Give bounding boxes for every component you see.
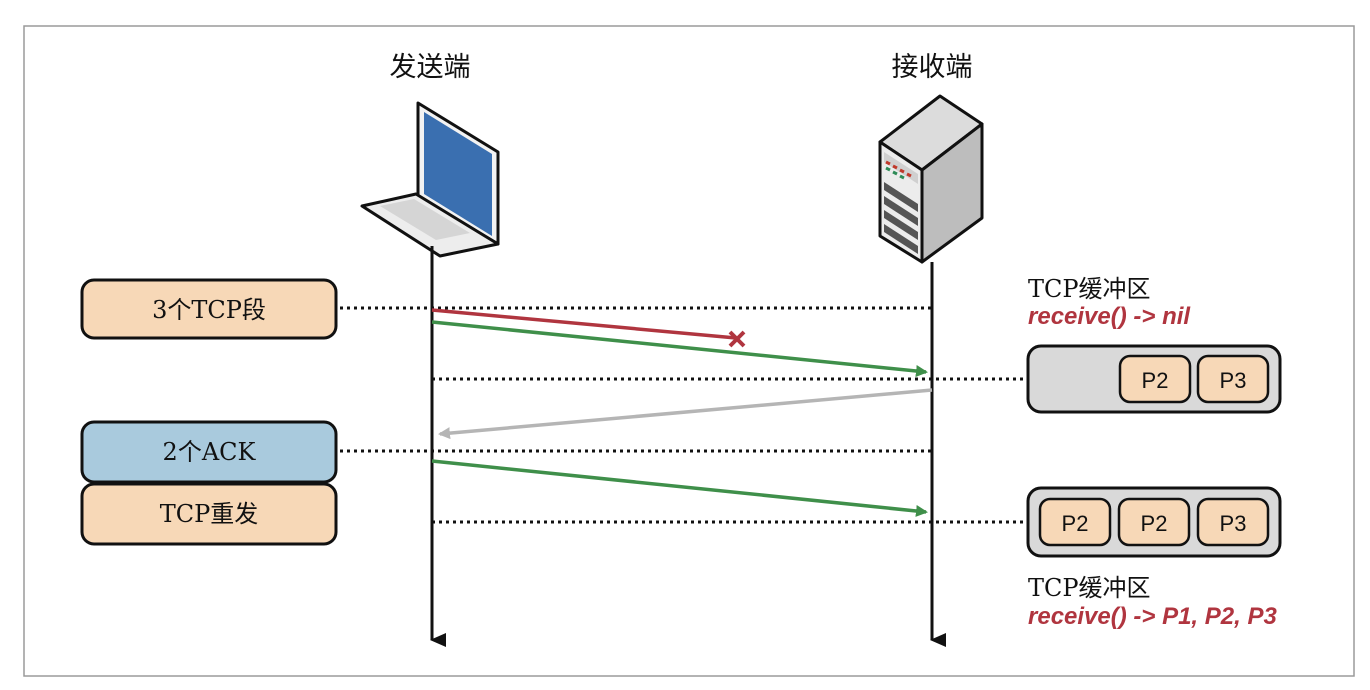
diagram-frame — [23, 25, 1355, 677]
buffer-bottom-chip: P2 — [1038, 497, 1112, 547]
buffer-top-call: receive() -> nil — [1028, 303, 1191, 330]
buffer-top-chip: P3 — [1196, 354, 1270, 404]
receiver-label: 接收端 — [892, 52, 973, 83]
laptop-icon — [360, 101, 500, 258]
label-box-resend: TCP重发 — [80, 482, 338, 546]
label-resend-text: TCP重发 — [160, 500, 259, 528]
message-lost — [431, 308, 746, 348]
label-box-acks: 2个ACK — [80, 420, 338, 484]
label-acks-text: 2个ACK — [163, 438, 257, 466]
chip-label: P2 — [1062, 511, 1089, 536]
server-icon — [878, 94, 984, 264]
buffer-top-chip: P2 — [1118, 354, 1192, 404]
chip-label: P2 — [1141, 511, 1168, 536]
buffer-bottom-box: P2 P2 P3 — [1026, 486, 1282, 558]
chip-label: P3 — [1220, 511, 1247, 536]
lost-x-icon — [728, 330, 746, 348]
buffer-top-box: P2 P3 — [1026, 344, 1282, 414]
message-resend-delivered — [431, 459, 928, 517]
buffer-bottom-title: TCP缓冲区 — [1028, 574, 1151, 602]
sender-label: 发送端 — [390, 52, 471, 83]
buffer-bottom-call: receive() -> P1, P2, P3 — [1028, 603, 1277, 630]
buffer-bottom-chip: P2 — [1117, 497, 1191, 547]
buffer-top-title: TCP缓冲区 — [1028, 275, 1151, 303]
message-ack — [438, 388, 933, 440]
message-segments-delivered — [431, 320, 928, 377]
label-box-segments: 3个TCP段 — [80, 278, 338, 340]
buffer-bottom-chip: P3 — [1196, 497, 1270, 547]
dotted-guides — [340, 306, 1028, 524]
chip-label: P2 — [1142, 368, 1169, 393]
chip-label: P3 — [1220, 368, 1247, 393]
label-segments-text: 3个TCP段 — [152, 296, 266, 324]
